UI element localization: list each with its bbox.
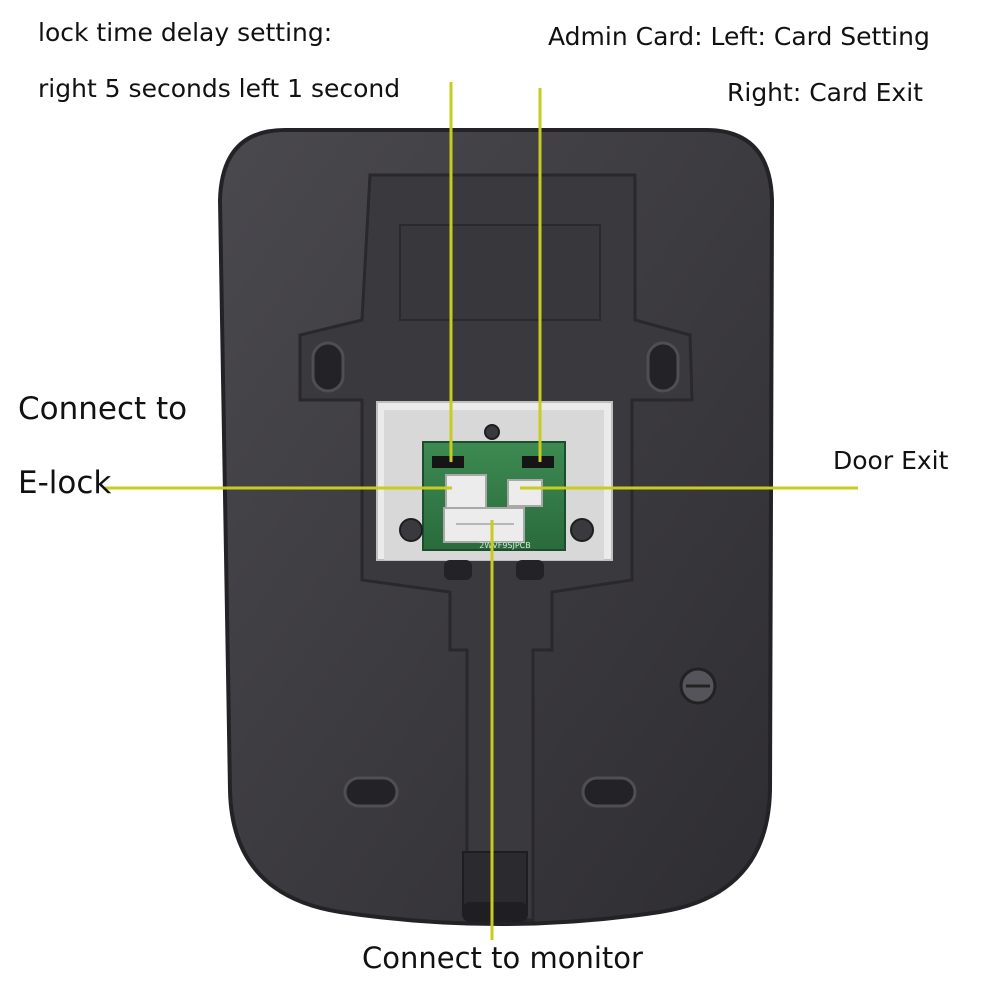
door-exit-label: Door Exit [833, 446, 949, 475]
admin-card-jumper [522, 456, 554, 468]
mount-slot-bottom-right [581, 776, 637, 808]
mount-slot-right [646, 341, 680, 393]
pcb-screw-top [484, 424, 500, 440]
delay-jumper [432, 456, 464, 468]
pcb-screw-left [399, 518, 423, 542]
cable-grommet-left [444, 560, 472, 580]
elock-label-line2: E-lock [18, 465, 112, 501]
monitor-label: Connect to monitor [362, 941, 643, 975]
door-exit-connector [507, 479, 543, 507]
admin-card-label-line1: Admin Card: Left: Card Setting [548, 22, 930, 51]
elock-connector [445, 474, 487, 510]
mount-slot-left [311, 341, 345, 393]
pcb-screw-right [570, 518, 594, 542]
cable-grommet-right [516, 560, 544, 580]
lock-delay-label-line1: lock time delay setting: [38, 18, 333, 47]
mount-slot-bottom-left [343, 776, 399, 808]
upper-panel [399, 224, 601, 321]
lock-delay-label-line2: right 5 seconds left 1 second [38, 74, 401, 103]
admin-card-label-line2: Right: Card Exit [727, 78, 923, 107]
pcb-board-id: 2WVF9SJPCB [479, 541, 531, 550]
elock-label-line1: Connect to [18, 391, 188, 427]
